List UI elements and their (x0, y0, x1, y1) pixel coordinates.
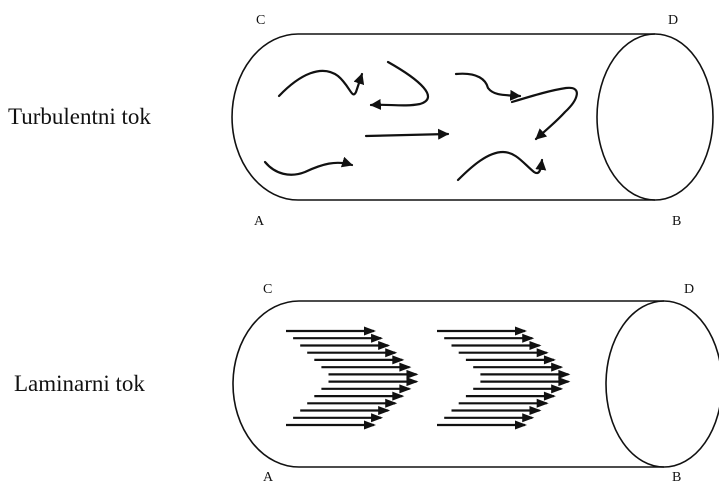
laminar-arrowhead (522, 413, 535, 423)
turbulent-pipe-end (596, 33, 714, 201)
turbulent-corner-d: D (668, 13, 678, 28)
laminar-arrowhead (371, 333, 384, 343)
laminar-arrowhead (385, 398, 398, 408)
turbulent-flow-panel: Turbulentni tok C D A B (8, 13, 714, 229)
laminar-arrowhead (392, 391, 405, 401)
laminar-flow-arrows (286, 326, 571, 430)
laminar-arrowhead (392, 355, 405, 365)
laminar-arrowhead (371, 413, 384, 423)
turbulent-pipe-body (231, 33, 655, 201)
laminar-flow-panel: Laminarni tok C D A B (14, 282, 719, 483)
laminar-pipe-end (605, 300, 719, 468)
laminar-arrowhead (385, 348, 398, 358)
laminar-arrowhead (522, 333, 535, 343)
laminar-arrowhead (399, 362, 412, 372)
turbulent-corner-c: C (256, 13, 265, 28)
turbulent-arrow (510, 86, 578, 141)
turbulent-arrow (369, 60, 430, 110)
laminar-corner-c: C (263, 282, 272, 297)
turbulent-corner-a: A (254, 214, 265, 229)
laminar-pipe-body (232, 300, 664, 468)
laminar-corner-d: D (684, 282, 694, 297)
turbulent-flow-arrows (263, 60, 578, 182)
laminar-arrowhead (558, 369, 571, 379)
laminar-arrowhead (378, 406, 391, 416)
laminar-corner-b: B (672, 470, 681, 483)
turbulent-corner-b: B (672, 214, 681, 229)
laminar-arrowhead (551, 384, 564, 394)
laminar-arrowhead (529, 406, 542, 416)
laminar-arrowhead (406, 377, 419, 387)
laminar-flow-label: Laminarni tok (14, 371, 145, 396)
turbulent-arrow (277, 69, 365, 98)
laminar-arrowhead (399, 384, 412, 394)
laminar-arrowhead (529, 340, 542, 350)
laminar-arrowhead (543, 355, 556, 365)
laminar-arrowhead (406, 369, 419, 379)
laminar-arrowhead (515, 420, 527, 430)
turbulent-arrow (263, 156, 354, 176)
turbulent-arrow (454, 72, 522, 101)
laminar-arrowhead (515, 326, 527, 336)
laminar-arrowhead (536, 398, 549, 408)
laminar-arrowhead (364, 420, 376, 430)
laminar-arrowhead (378, 340, 391, 350)
laminar-arrowhead (558, 377, 571, 387)
turbulent-arrow (456, 150, 547, 182)
turbulent-flow-label: Turbulentni tok (8, 104, 151, 129)
laminar-arrowhead (364, 326, 376, 336)
turbulent-arrow (364, 128, 450, 140)
laminar-corner-a: A (263, 470, 274, 483)
laminar-arrowhead (536, 348, 549, 358)
laminar-arrowhead (543, 391, 556, 401)
laminar-arrowhead (551, 362, 564, 372)
